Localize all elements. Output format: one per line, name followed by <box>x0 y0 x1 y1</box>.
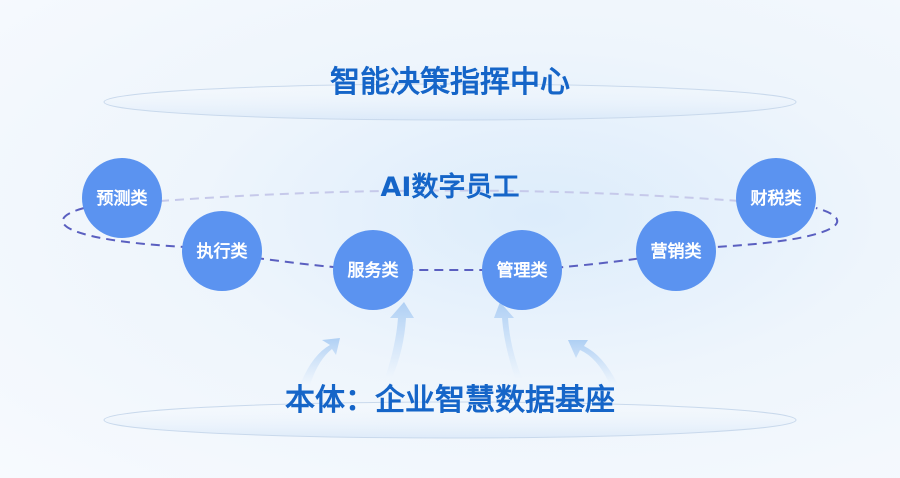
node-service[interactable]: 服务类 <box>333 230 413 310</box>
arrow-icon <box>300 338 340 385</box>
bottom-platform <box>103 401 797 439</box>
svg-text:财税类: 财税类 <box>750 188 803 209</box>
ring-back <box>159 189 741 202</box>
arrow-icon <box>568 340 618 385</box>
svg-text:预测类: 预测类 <box>97 188 149 209</box>
svg-text:管理类: 管理类 <box>497 260 549 281</box>
node-finance-tax[interactable]: 财税类 <box>736 158 816 238</box>
arrow-icon <box>385 302 414 378</box>
svg-text:执行类: 执行类 <box>197 241 249 262</box>
svg-text:服务类: 服务类 <box>348 260 400 281</box>
upward-arrows <box>300 302 618 385</box>
top-platform <box>103 83 797 121</box>
top-title: 智能决策指挥中心 <box>330 65 570 100</box>
node-marketing[interactable]: 营销类 <box>636 211 716 291</box>
node-management[interactable]: 管理类 <box>482 230 562 310</box>
node-forecast[interactable]: 预测类 <box>82 158 162 238</box>
arrow-icon <box>494 302 522 378</box>
node-execution[interactable]: 执行类 <box>182 211 262 291</box>
svg-text:营销类: 营销类 <box>651 241 703 262</box>
ring-front <box>61 207 839 271</box>
bottom-title: 本体：企业智慧数据基座 <box>285 383 615 418</box>
middle-title: AI数字员工 <box>381 171 520 203</box>
